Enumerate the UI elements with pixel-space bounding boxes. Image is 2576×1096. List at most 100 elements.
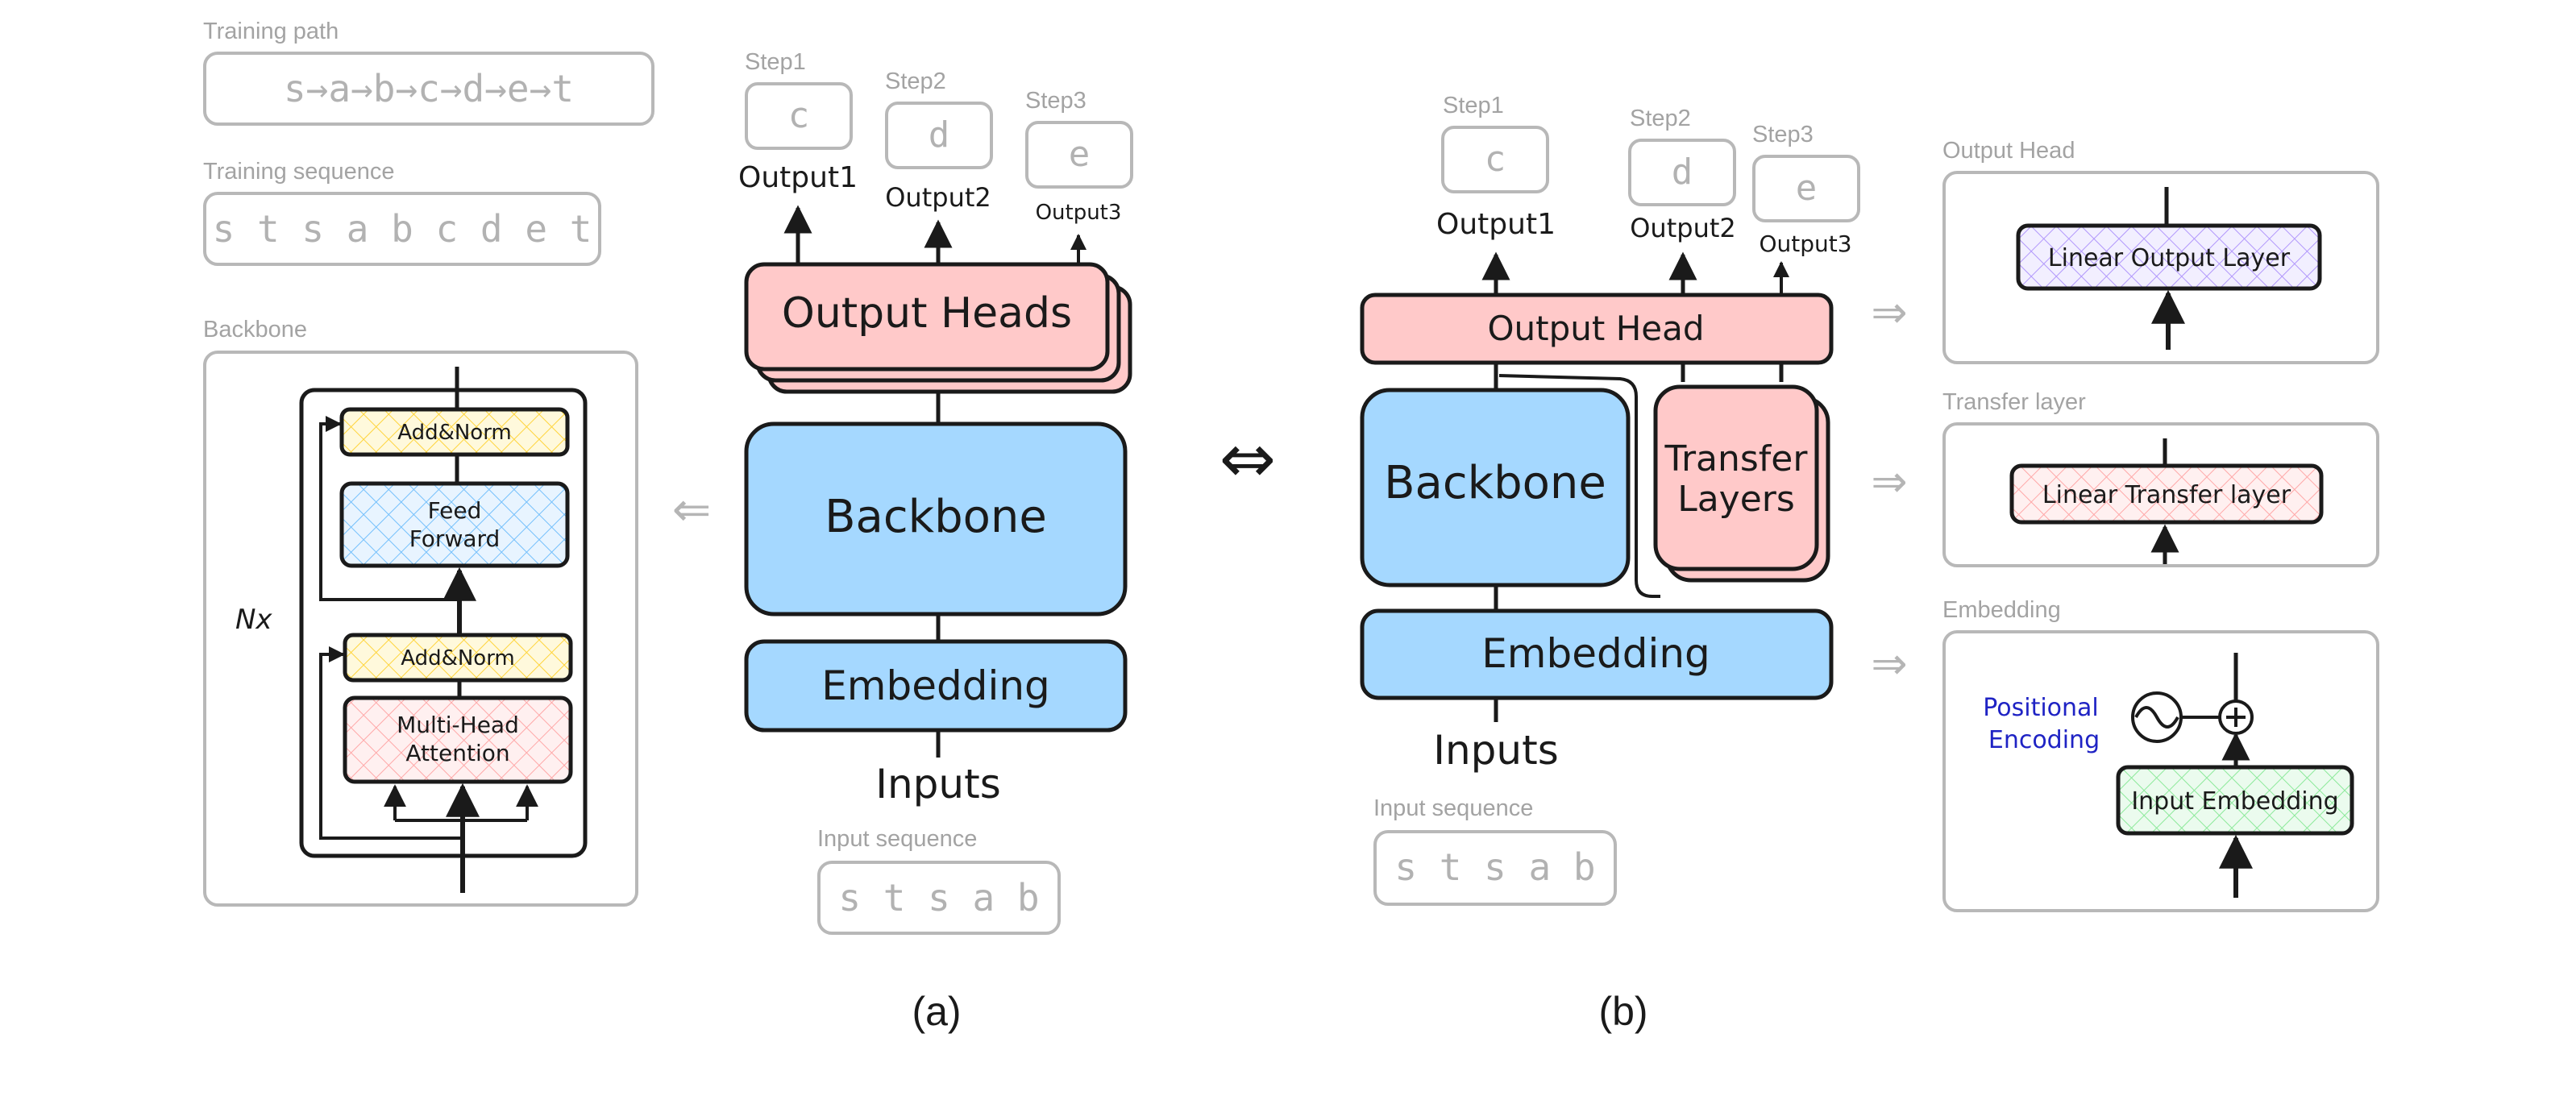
linear-output-layer-block bbox=[2016, 223, 2322, 291]
a-input-sequence-label: Input sequence bbox=[817, 826, 977, 852]
a-inputs-text: Inputs bbox=[875, 761, 1001, 807]
b-transfer-text-2: Layers bbox=[1677, 479, 1795, 520]
a-step3-token: e bbox=[1069, 134, 1091, 175]
positional-encoding-text-2: Encoding bbox=[1988, 726, 2100, 754]
b-embedding-block bbox=[1360, 608, 1834, 700]
b-step2-token: d bbox=[1672, 152, 1693, 193]
a-step2-token: d bbox=[929, 114, 950, 156]
embedding-detail-box bbox=[1942, 630, 2379, 912]
backbone-detail-panel: Backbone Nx Add&Norm Feed Forward Add&No… bbox=[203, 317, 638, 907]
b-step1-token: c bbox=[1485, 139, 1506, 180]
add-norm-bottom-text: Add&Norm bbox=[401, 646, 515, 670]
b-output-head-block bbox=[1360, 293, 1834, 365]
b-step1-label: Step1 bbox=[1443, 93, 1504, 118]
left-arrow-indicator: ⇐ bbox=[672, 482, 712, 537]
embedding-detail-label: Embedding bbox=[1942, 597, 2061, 623]
b-embedding-text: Embedding bbox=[1481, 630, 1710, 677]
a-output-heads-text: Output Heads bbox=[782, 289, 1072, 338]
b-transfer-layers-block bbox=[1653, 384, 1819, 571]
a-step1-token: c bbox=[788, 95, 810, 136]
feed-forward-text-1: Feed bbox=[428, 497, 482, 524]
a-input-sequence-value: s t s a b bbox=[838, 876, 1039, 920]
a-step2-box bbox=[885, 102, 993, 169]
a-caption: (a) bbox=[912, 989, 961, 1034]
training-path-value: s→a→b→c→d→e→t bbox=[284, 67, 574, 110]
b-step2-box bbox=[1628, 139, 1736, 206]
a-backbone-text: Backbone bbox=[825, 491, 1047, 543]
a-step2-label: Step2 bbox=[885, 68, 946, 94]
input-embedding-text: Input Embedding bbox=[2131, 787, 2338, 816]
right-arrow-transfer: ⇒ bbox=[1871, 456, 1907, 507]
b-backbone-transfer-link bbox=[1498, 374, 1660, 598]
a-output-heads-block bbox=[744, 262, 1110, 372]
a-step3-label: Step3 bbox=[1025, 88, 1086, 114]
a-output3: Output3 bbox=[1036, 201, 1122, 225]
b-input-sequence-box bbox=[1373, 830, 1617, 906]
b-step3-token: e bbox=[1796, 168, 1818, 209]
nx-label: Nx bbox=[235, 604, 272, 636]
linear-output-layer-text: Linear Output Layer bbox=[2048, 244, 2291, 272]
feed-forward-text-2: Forward bbox=[409, 525, 501, 552]
add-norm-bottom-block bbox=[343, 633, 573, 683]
residual-mha-loop bbox=[319, 646, 463, 840]
b-output1: Output1 bbox=[1436, 208, 1556, 241]
feed-forward-block bbox=[339, 481, 570, 568]
nx-frame bbox=[299, 388, 588, 858]
a-output1: Output1 bbox=[738, 161, 858, 194]
output-head-detail-box bbox=[1942, 171, 2379, 364]
a-step1-box bbox=[745, 82, 853, 150]
a-step3-box bbox=[1025, 121, 1133, 189]
output-head-detail-label: Output Head bbox=[1942, 138, 2075, 164]
b-output3: Output3 bbox=[1759, 230, 1851, 257]
positional-encoding-text-1: Positional bbox=[1983, 694, 2099, 722]
b-transfer-text-1: Transfer bbox=[1664, 438, 1809, 480]
a-output2: Output2 bbox=[885, 182, 991, 213]
equivalence-symbol: ⇔ bbox=[1219, 419, 1276, 498]
output-head-detail: Output Head Linear Output Layer bbox=[1942, 138, 2379, 364]
b-inputs-text: Inputs bbox=[1433, 727, 1559, 774]
transfer-layer-detail-box bbox=[1942, 422, 2379, 567]
b-output-head-text: Output Head bbox=[1487, 309, 1704, 348]
right-arrow-embedding: ⇒ bbox=[1871, 638, 1907, 689]
b-output2: Output2 bbox=[1630, 213, 1736, 243]
backbone-detail-label: Backbone bbox=[203, 317, 307, 342]
a-backbone-block bbox=[744, 421, 1128, 616]
mha-text-2: Attention bbox=[405, 740, 509, 766]
a-step1-label: Step1 bbox=[745, 49, 806, 75]
b-input-sequence-value: s t s a b bbox=[1394, 845, 1595, 889]
mha-text-1: Multi-Head bbox=[397, 712, 519, 738]
input-embedding-block bbox=[2116, 765, 2354, 836]
residual-ff-loop bbox=[319, 416, 459, 601]
embedding-detail: Embedding Positional Encoding Input Embe… bbox=[1942, 597, 2379, 912]
training-path-box bbox=[203, 52, 654, 126]
backbone-detail-box bbox=[203, 351, 638, 907]
b-input-sequence-label: Input sequence bbox=[1373, 795, 1533, 821]
add-norm-top-text: Add&Norm bbox=[397, 421, 512, 445]
b-step3-label: Step3 bbox=[1752, 122, 1814, 147]
a-input-sequence-box bbox=[817, 861, 1061, 935]
diagram-b: Step1 c Step2 d Step3 e Output1 Output2 … bbox=[1360, 93, 1860, 1034]
right-arrow-output-head: ⇒ bbox=[1871, 287, 1907, 338]
add-norm-top-block bbox=[339, 407, 570, 457]
training-sequence-group: Training sequence s t s a b c d e t bbox=[203, 159, 601, 266]
linear-transfer-layer-block bbox=[2009, 463, 2324, 525]
training-sequence-label: Training sequence bbox=[203, 159, 395, 185]
b-caption: (b) bbox=[1598, 989, 1647, 1034]
training-path-group: Training path s→a→b→c→d→e→t bbox=[203, 19, 654, 126]
training-path-label: Training path bbox=[203, 19, 339, 44]
b-backbone-text: Backbone bbox=[1384, 457, 1606, 509]
b-step3-box bbox=[1752, 155, 1860, 222]
training-sequence-value: s t s a b c d e t bbox=[213, 207, 592, 251]
training-sequence-box bbox=[203, 192, 601, 266]
diagram-a: Step1 c Step2 d Step3 e Output1 Output2 … bbox=[738, 49, 1133, 1034]
multi-head-attention-block bbox=[343, 695, 573, 784]
b-step1-box bbox=[1441, 126, 1549, 193]
linear-transfer-layer-text: Linear Transfer layer bbox=[2042, 481, 2291, 509]
b-step2-label: Step2 bbox=[1630, 106, 1691, 131]
transfer-layer-detail: Transfer layer Linear Transfer layer bbox=[1942, 389, 2379, 567]
a-embedding-block bbox=[744, 639, 1128, 733]
transfer-layer-detail-label: Transfer layer bbox=[1942, 389, 2086, 415]
sine-wave-curve bbox=[2134, 706, 2179, 729]
a-embedding-text: Embedding bbox=[821, 662, 1050, 709]
